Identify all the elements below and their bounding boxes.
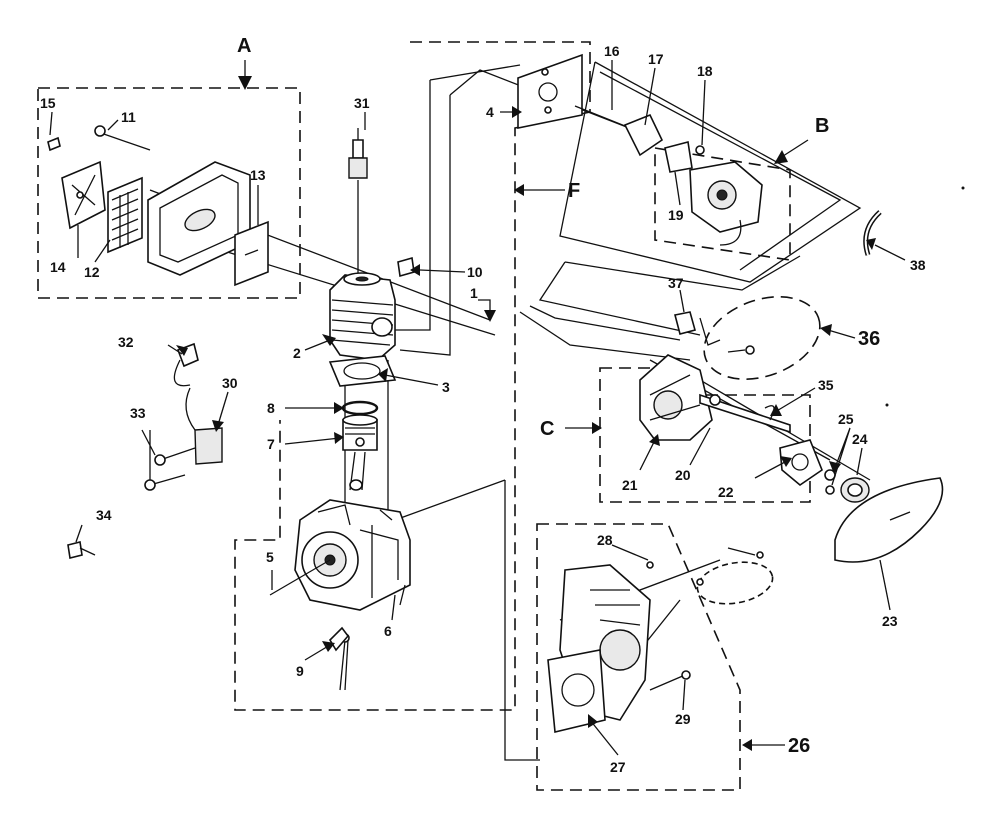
part-label-10: 10 (467, 264, 483, 280)
part-label-20: 20 (675, 467, 691, 483)
part-crankcase (269, 499, 411, 611)
part-label-33: 33 (130, 405, 146, 421)
part-ignition-coil (173, 342, 223, 465)
part-cover-23 (834, 477, 944, 563)
part-label-3: 3 (442, 379, 450, 395)
part-label-2: 2 (293, 345, 301, 361)
part-cable (696, 551, 764, 586)
part-clip-35 (764, 405, 775, 421)
part-label-8: 8 (267, 400, 275, 416)
part-label-22: 22 (718, 484, 734, 500)
part-label-19: 19 (668, 207, 684, 223)
part-gasket-13 (234, 220, 269, 287)
part-screw-28 (646, 561, 654, 569)
part-label-30: 30 (222, 375, 238, 391)
part-label-7: 7 (267, 436, 275, 452)
part-bumper-24 (840, 477, 870, 503)
part-gasket-3 (328, 355, 397, 387)
part-label-11: 11 (121, 109, 136, 125)
part-label-37: 37 (668, 275, 684, 291)
part-label-28: 28 (597, 532, 613, 548)
part-filter-element (107, 176, 143, 254)
part-label-5: 5 (266, 549, 274, 565)
part-label-17: 17 (648, 51, 664, 67)
part-label-25: 25 (838, 411, 854, 427)
leader-lines (49, 60, 906, 756)
group-36-outline (703, 296, 821, 380)
group-a-outline (37, 87, 301, 299)
group-26-outline (536, 523, 741, 791)
part-label-21: 21 (622, 477, 638, 493)
part-label-9: 9 (296, 663, 304, 679)
part-filter-bracket (61, 160, 106, 230)
part-washer-9 (328, 626, 350, 652)
part-number-labels: 1 2 3 4 5 6 7 8 9 10 11 12 13 14 15 16 1… (40, 43, 926, 775)
part-starter-housing (639, 354, 713, 441)
part-10-clip (397, 256, 415, 278)
part-label-24: 24 (852, 431, 868, 447)
part-carburetor (689, 161, 763, 246)
part-label-1: 1 (470, 285, 478, 301)
part-air-filter-cover (147, 161, 251, 276)
part-label-27: 27 (610, 759, 626, 775)
part-spark-plug (348, 128, 368, 179)
part-gasket-27 (547, 649, 606, 733)
part-clip-34 (67, 541, 96, 559)
group-label-36: 36 (858, 328, 880, 350)
group-label-f: F (568, 180, 580, 202)
part-gasket-4 (517, 53, 583, 129)
part-label-34: 34 (96, 507, 112, 523)
part-label-23: 23 (882, 613, 898, 629)
part-drive-shaft (699, 393, 791, 434)
specks (885, 186, 965, 407)
part-piston (342, 414, 378, 491)
part-pulley-22 (779, 439, 823, 487)
group-label-a: A (237, 35, 251, 57)
part-label-16: 16 (604, 43, 620, 59)
part-label-31: 31 (354, 95, 370, 111)
group-label-c: C (540, 418, 554, 440)
group-f-outline (234, 41, 591, 711)
part-label-35: 35 (818, 377, 834, 393)
part-carb-parts (574, 105, 705, 173)
part-cylinder (329, 272, 396, 361)
part-label-13: 13 (250, 167, 266, 183)
part-screws-33 (144, 447, 196, 491)
part-label-32: 32 (118, 334, 134, 350)
part-bracket-37 (674, 311, 755, 355)
part-screws (47, 125, 151, 152)
part-label-29: 29 (675, 711, 691, 727)
part-label-14: 14 (50, 259, 66, 275)
group-label-26: 26 (788, 735, 810, 757)
group-outlines (37, 41, 821, 791)
part-label-4: 4 (486, 104, 494, 120)
group-labels: A B C F 26 36 (237, 35, 880, 757)
part-label-15: 15 (40, 95, 56, 111)
group-label-b: B (815, 115, 829, 137)
part-label-18: 18 (697, 63, 713, 79)
part-fuel-line-38 (863, 210, 882, 256)
part-label-38: 38 (910, 257, 926, 273)
cable-loop-outline (696, 561, 774, 605)
part-piston-ring (341, 400, 379, 416)
part-label-12: 12 (84, 264, 100, 280)
part-label-6: 6 (384, 623, 392, 639)
part-screw-29 (649, 670, 691, 691)
